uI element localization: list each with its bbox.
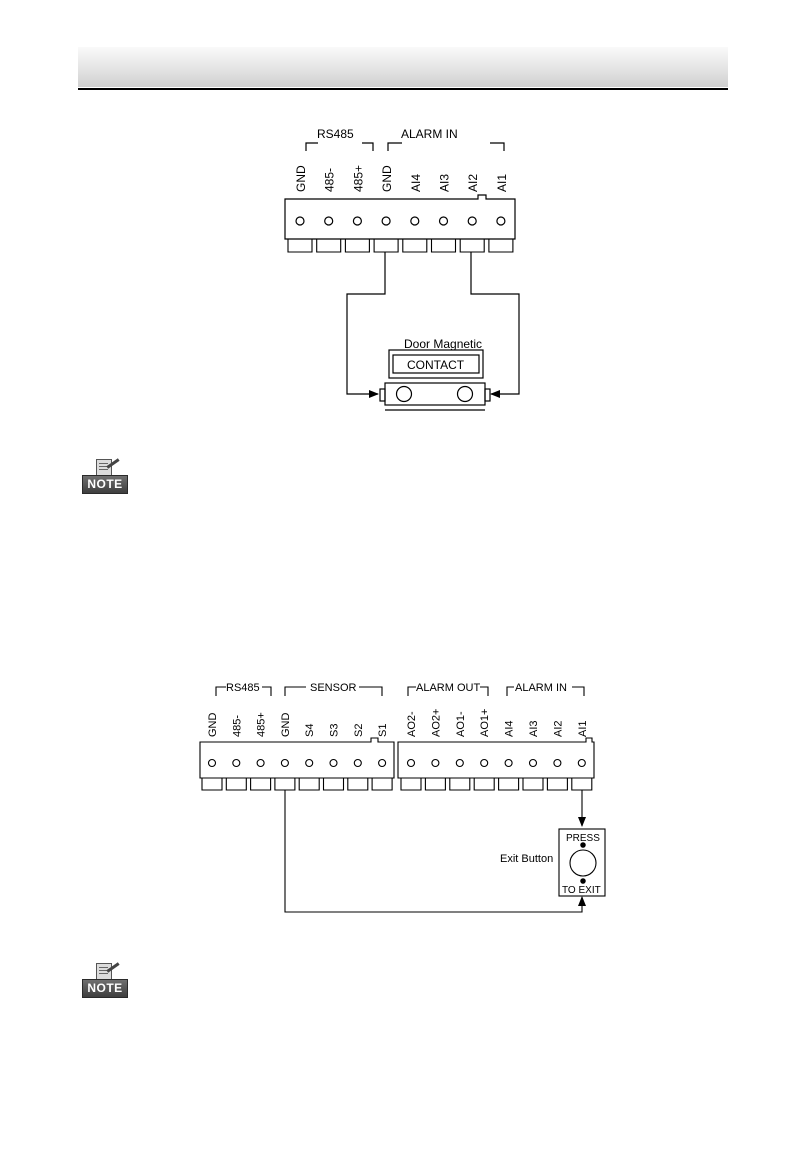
terminal-tab [572,778,592,790]
terminal-hole [257,760,264,767]
terminal-tab [474,778,494,790]
terminal-label-ai4-d2r: AI4 [504,720,516,737]
terminal-label-ao1-d2r: AO1+ [479,709,491,737]
terminal-hole [432,760,439,767]
terminal-hole [578,760,585,767]
terminal-label-gnd-d2l: GND [207,713,219,738]
terminal-hole [209,760,216,767]
terminal-label-ai1-d2r: AI1 [577,720,589,737]
terminal-tab [345,239,369,252]
terminal-label-s2-d2l: S2 [353,724,365,737]
alarm-out-group-label: ALARM OUT [416,682,480,694]
note-label: NOTE [82,475,128,494]
terminal-tab [401,778,421,790]
terminal-tab [499,778,519,790]
terminal-hole [306,760,313,767]
note-icon: NOTE [80,962,128,1002]
terminal-hole [354,760,361,767]
terminal-hole [296,217,304,225]
terminal-label-ai4-d1: AI4 [409,174,423,192]
terminal-label-ai1-d1: AI1 [495,174,509,192]
terminal-hole [281,760,288,767]
terminal-label-ai3-d2r: AI3 [528,720,540,737]
terminal-tab [299,778,319,790]
terminal-hole [382,217,390,225]
terminal-hole [233,760,240,767]
note-label: NOTE [82,979,128,998]
door-magnetic-label: Door Magnetic [404,337,482,351]
terminal-label-ao2-d2r: AO2+ [430,709,442,737]
terminal-label-s1-d2l: S1 [377,724,389,737]
terminal-hole [411,217,419,225]
press-label: PRESS [566,833,600,844]
terminal-tab [460,239,484,252]
terminal-tab [275,778,295,790]
rs485-group-label-2: RS485 [226,682,260,694]
note-icon: NOTE [80,458,128,498]
terminal-tab [324,778,344,790]
terminal-hole [505,760,512,767]
door-magnetic-wiring-diagram [285,143,519,410]
terminal-tab [372,778,392,790]
terminal-label-485-d1: 485- [323,168,337,192]
terminal-tabs-2 [202,778,592,790]
terminal-hole [440,217,448,225]
terminal-tab [251,778,271,790]
terminal-hole [497,217,505,225]
terminal-label-485-d2l: 485- [231,715,243,737]
terminal-hole [481,760,488,767]
rs485-group-label-1: RS485 [317,127,354,141]
alarm-in-group-label-2: ALARM IN [515,682,567,694]
terminal-hole [530,760,537,767]
terminal-tab [450,778,470,790]
terminal-tab [317,239,341,252]
contact-label: CONTACT [407,358,465,372]
terminal-label-s3-d2l: S3 [329,724,341,737]
terminal-tab [226,778,246,790]
terminal-tab [288,239,312,252]
terminal-hole [330,760,337,767]
terminal-label-gnd-d1: GND [380,165,394,192]
terminal-label-485-d1: 485+ [351,165,365,192]
terminal-tab [348,778,368,790]
terminal-tabs-1 [288,239,513,252]
terminal-tab [547,778,567,790]
terminal-label-ao2-d2r: AO2- [406,711,418,737]
terminal-label-s4-d2l: S4 [304,724,316,737]
terminal-hole [353,217,361,225]
terminal-hole [468,217,476,225]
terminal-tab [374,239,398,252]
terminal-hole [325,217,333,225]
terminal-label-ai3-d1: AI3 [438,174,452,192]
terminal-tab [523,778,543,790]
to-exit-label: TO EXIT [562,885,601,896]
sensor-group-label: SENSOR [310,682,357,694]
terminal-tab [425,778,445,790]
terminal-hole [408,760,415,767]
terminal-tab [202,778,222,790]
terminal-hole [379,760,386,767]
terminal-label-gnd-d1: GND [294,165,308,192]
terminal-tab [403,239,427,252]
terminal-label-485-d2l: 485+ [256,712,268,737]
terminal-label-ao1-d2r: AO1- [455,711,467,737]
terminal-label-ai2-d2r: AI2 [552,720,564,737]
terminal-label-gnd-d2l: GND [280,713,292,738]
alarm-in-group-label-1: ALARM IN [401,127,458,141]
terminal-tab [432,239,456,252]
terminal-label-ai2-d1: AI2 [466,174,480,192]
terminal-tab [489,239,513,252]
terminal-hole [456,760,463,767]
exit-button-label: Exit Button [500,853,553,865]
terminal-hole [554,760,561,767]
